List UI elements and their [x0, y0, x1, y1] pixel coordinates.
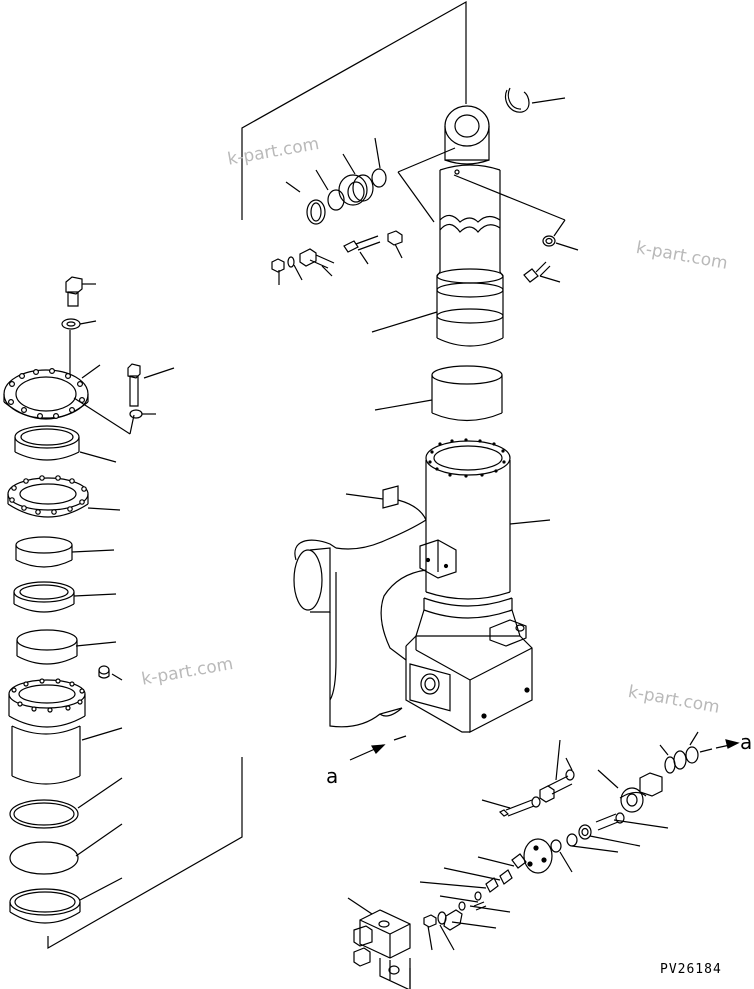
view-label-a-left: a [326, 764, 339, 788]
snap-ring-top [505, 88, 565, 112]
grease-fitting-row [272, 231, 402, 285]
ring-5 [17, 630, 116, 664]
cylinder-housing [406, 438, 550, 732]
view-arrow-left [350, 736, 406, 760]
drawing-code: PV26184 [660, 962, 722, 977]
bearing-seal-set [286, 138, 386, 224]
right-fittings [524, 236, 578, 282]
flange-ring-top [4, 365, 134, 434]
bolt-long [128, 364, 174, 418]
bushing [375, 366, 502, 421]
valve-block [348, 898, 410, 989]
flange-sleeve [9, 679, 122, 784]
view-arrow-right [700, 740, 738, 752]
ring-2 [15, 426, 116, 462]
ring-4 [14, 582, 116, 612]
bottom-ring [10, 878, 122, 923]
bolt-top-left [62, 277, 96, 378]
frame-plate [294, 486, 426, 727]
small-plug [99, 666, 122, 680]
valve-assembly-exploded [420, 732, 698, 950]
top-group-bracket [242, 2, 466, 220]
seal-disc [10, 824, 122, 874]
flange-ring-2 [8, 476, 120, 517]
view-label-a-right: a [740, 730, 753, 754]
left-stack-bracket [48, 757, 242, 948]
ring-3 [16, 537, 114, 567]
cylinder-rod [372, 106, 565, 346]
o-ring-1 [10, 778, 122, 828]
